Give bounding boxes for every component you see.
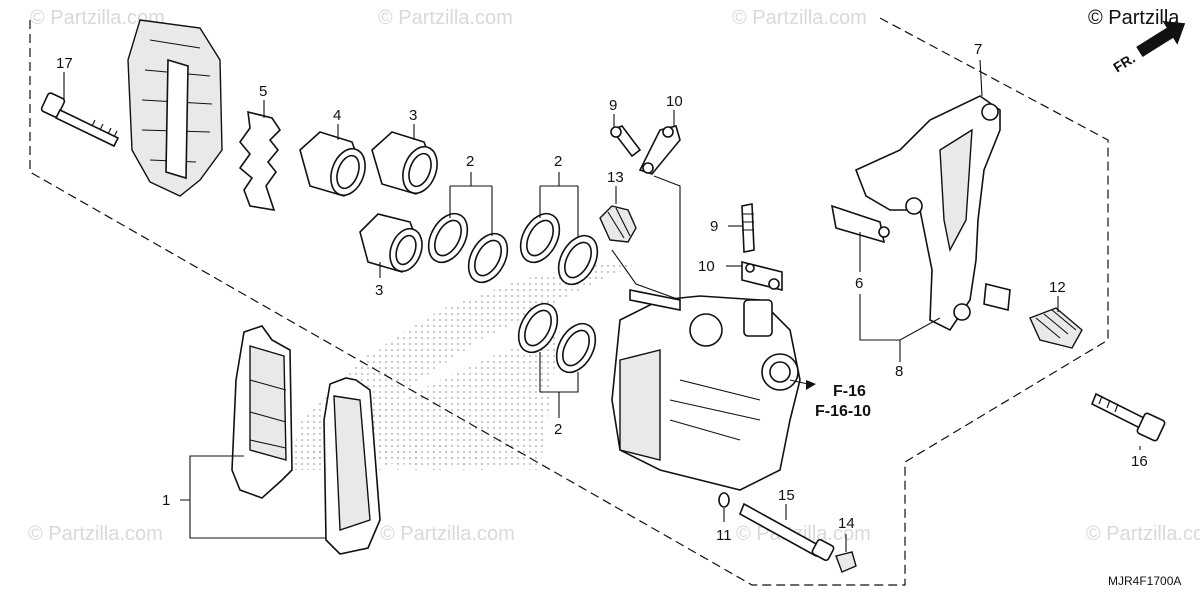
watermark-top-1: © Partzilla.com bbox=[30, 7, 165, 29]
direction-label: FR. bbox=[1110, 50, 1138, 76]
callout-9-lower: 9 bbox=[710, 218, 718, 235]
watermark-top-3: © Partzilla.com bbox=[732, 7, 867, 29]
watermark-top-2: © Partzilla.com bbox=[378, 7, 513, 29]
assembly-boundary bbox=[29, 17, 1109, 586]
part-10-bleeder-cap-lower bbox=[741, 260, 783, 292]
callout-4: 4 bbox=[333, 107, 341, 124]
callout-2-bottom: 2 bbox=[554, 421, 562, 438]
callout-13: 13 bbox=[607, 169, 624, 186]
watermark-bottom-2: © Partzilla.com bbox=[380, 523, 515, 545]
part-9-bleeder-upper bbox=[610, 125, 642, 158]
callouts: 17 5 4 3 3 2 2 2 9 10 13 9 10 7 6 8 12 1… bbox=[56, 41, 1148, 544]
part-3-piston-lower bbox=[359, 213, 423, 273]
leader-lines bbox=[63, 59, 1141, 552]
callout-2-left: 2 bbox=[466, 153, 474, 170]
reference-f16-10: F-16-10 bbox=[815, 403, 871, 420]
watermarks: © Partzilla.com © Partzilla.com © Partzi… bbox=[28, 7, 1200, 545]
part-4-piston bbox=[299, 131, 366, 197]
copyright-label: © Partzilla bbox=[1088, 7, 1180, 29]
callout-3-upper: 3 bbox=[409, 107, 417, 124]
part-12-boot bbox=[1029, 307, 1083, 349]
part-2-seals bbox=[427, 212, 599, 374]
part-10-bleeder-cap-upper bbox=[638, 125, 681, 175]
part-13-boot bbox=[599, 205, 637, 243]
callout-11: 11 bbox=[716, 527, 732, 544]
part-6-retainer bbox=[830, 204, 890, 244]
callout-17: 17 bbox=[56, 55, 73, 72]
callout-6: 6 bbox=[855, 275, 863, 292]
watermark-bottom-4: © Partzilla.com bbox=[1086, 523, 1200, 545]
part-16-bolt bbox=[1090, 392, 1166, 442]
diagram-code: MJR4F1700A bbox=[1108, 574, 1181, 588]
callout-3-lower: 3 bbox=[375, 282, 383, 299]
callout-8: 8 bbox=[895, 363, 903, 380]
callout-2-right: 2 bbox=[554, 153, 562, 170]
callout-10-upper: 10 bbox=[666, 93, 683, 110]
watermark-bottom-1: © Partzilla.com bbox=[28, 523, 163, 545]
part-17-bolt bbox=[40, 92, 120, 148]
callout-10-lower: 10 bbox=[698, 258, 715, 275]
callout-9-upper: 9 bbox=[609, 97, 617, 114]
part-3-piston-upper bbox=[371, 131, 438, 195]
callout-5: 5 bbox=[259, 83, 267, 100]
callout-15: 15 bbox=[778, 487, 795, 504]
part-14-cap bbox=[835, 551, 857, 573]
part-caliper-body bbox=[611, 289, 801, 491]
callout-14: 14 bbox=[838, 515, 855, 532]
part-15-slide-pin bbox=[738, 502, 835, 562]
callout-7: 7 bbox=[974, 41, 982, 58]
callout-12: 12 bbox=[1049, 279, 1066, 296]
part-7-bracket bbox=[854, 95, 1011, 332]
callout-1: 1 bbox=[162, 492, 170, 509]
part-9-bleeder-lower bbox=[741, 203, 755, 253]
part-caliper-plate bbox=[127, 19, 223, 197]
part-1-brake-pads bbox=[231, 325, 381, 555]
reference-f16: F-16 bbox=[833, 383, 866, 400]
callout-16: 16 bbox=[1131, 453, 1148, 470]
part-11-washer bbox=[718, 492, 730, 508]
part-5-pad-spring bbox=[238, 110, 282, 212]
